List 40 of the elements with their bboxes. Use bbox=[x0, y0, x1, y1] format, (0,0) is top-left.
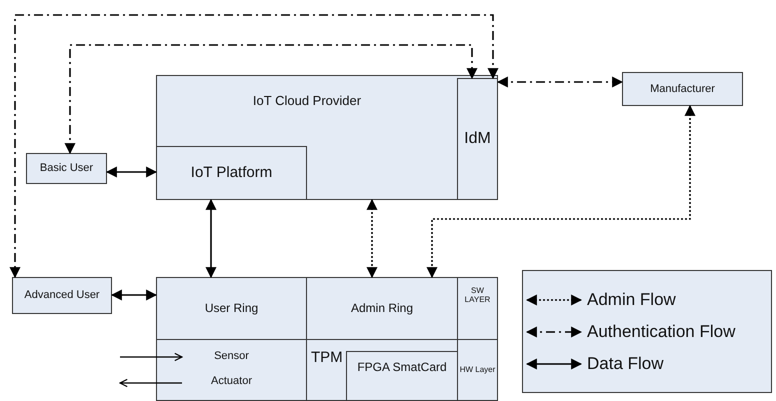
box-label: SW LAYER bbox=[464, 286, 492, 304]
box-label: IoT Cloud Provider bbox=[252, 94, 362, 109]
block-box bbox=[26, 153, 107, 184]
box-label: FPGA SmatCard bbox=[357, 361, 447, 375]
box-label: Admin Ring bbox=[350, 302, 414, 316]
idm-box bbox=[457, 78, 498, 200]
box-label: User Ring bbox=[204, 302, 258, 316]
arrow bbox=[110, 290, 158, 300]
box-label: Sensor bbox=[214, 350, 249, 363]
block-box bbox=[306, 339, 458, 401]
arrow bbox=[496, 76, 624, 88]
box-label: IdM bbox=[464, 130, 491, 148]
cloud-provider-box bbox=[156, 75, 498, 200]
block-box bbox=[156, 146, 307, 200]
legend-label: Data Flow bbox=[587, 354, 664, 374]
arrow bbox=[106, 166, 158, 178]
box-label: Basic User bbox=[40, 162, 94, 175]
box-label: Actuator bbox=[211, 374, 252, 388]
box-label: TPM bbox=[311, 349, 343, 366]
chip-box bbox=[346, 351, 458, 401]
block-box bbox=[306, 277, 458, 340]
block-box bbox=[457, 339, 498, 401]
box-label: HW Layer bbox=[460, 365, 496, 375]
arrow bbox=[120, 352, 183, 362]
block-box bbox=[622, 72, 743, 106]
block-box bbox=[12, 277, 112, 314]
block-box bbox=[156, 277, 307, 340]
box-label: Manufacturer bbox=[650, 82, 715, 96]
block-box bbox=[457, 277, 498, 340]
arrow bbox=[119, 378, 182, 388]
box-label: Advanced User bbox=[24, 289, 100, 302]
arrow bbox=[366, 198, 378, 278]
block-box bbox=[156, 339, 307, 401]
legend-label: Authentication Flow bbox=[587, 322, 736, 342]
arrow bbox=[64, 44, 478, 154]
arrow bbox=[426, 104, 696, 278]
box-label: IoT Platform bbox=[190, 164, 272, 182]
legend-label: Admin Flow bbox=[587, 290, 676, 310]
arrow bbox=[10, 14, 498, 278]
arrow bbox=[206, 198, 216, 278]
